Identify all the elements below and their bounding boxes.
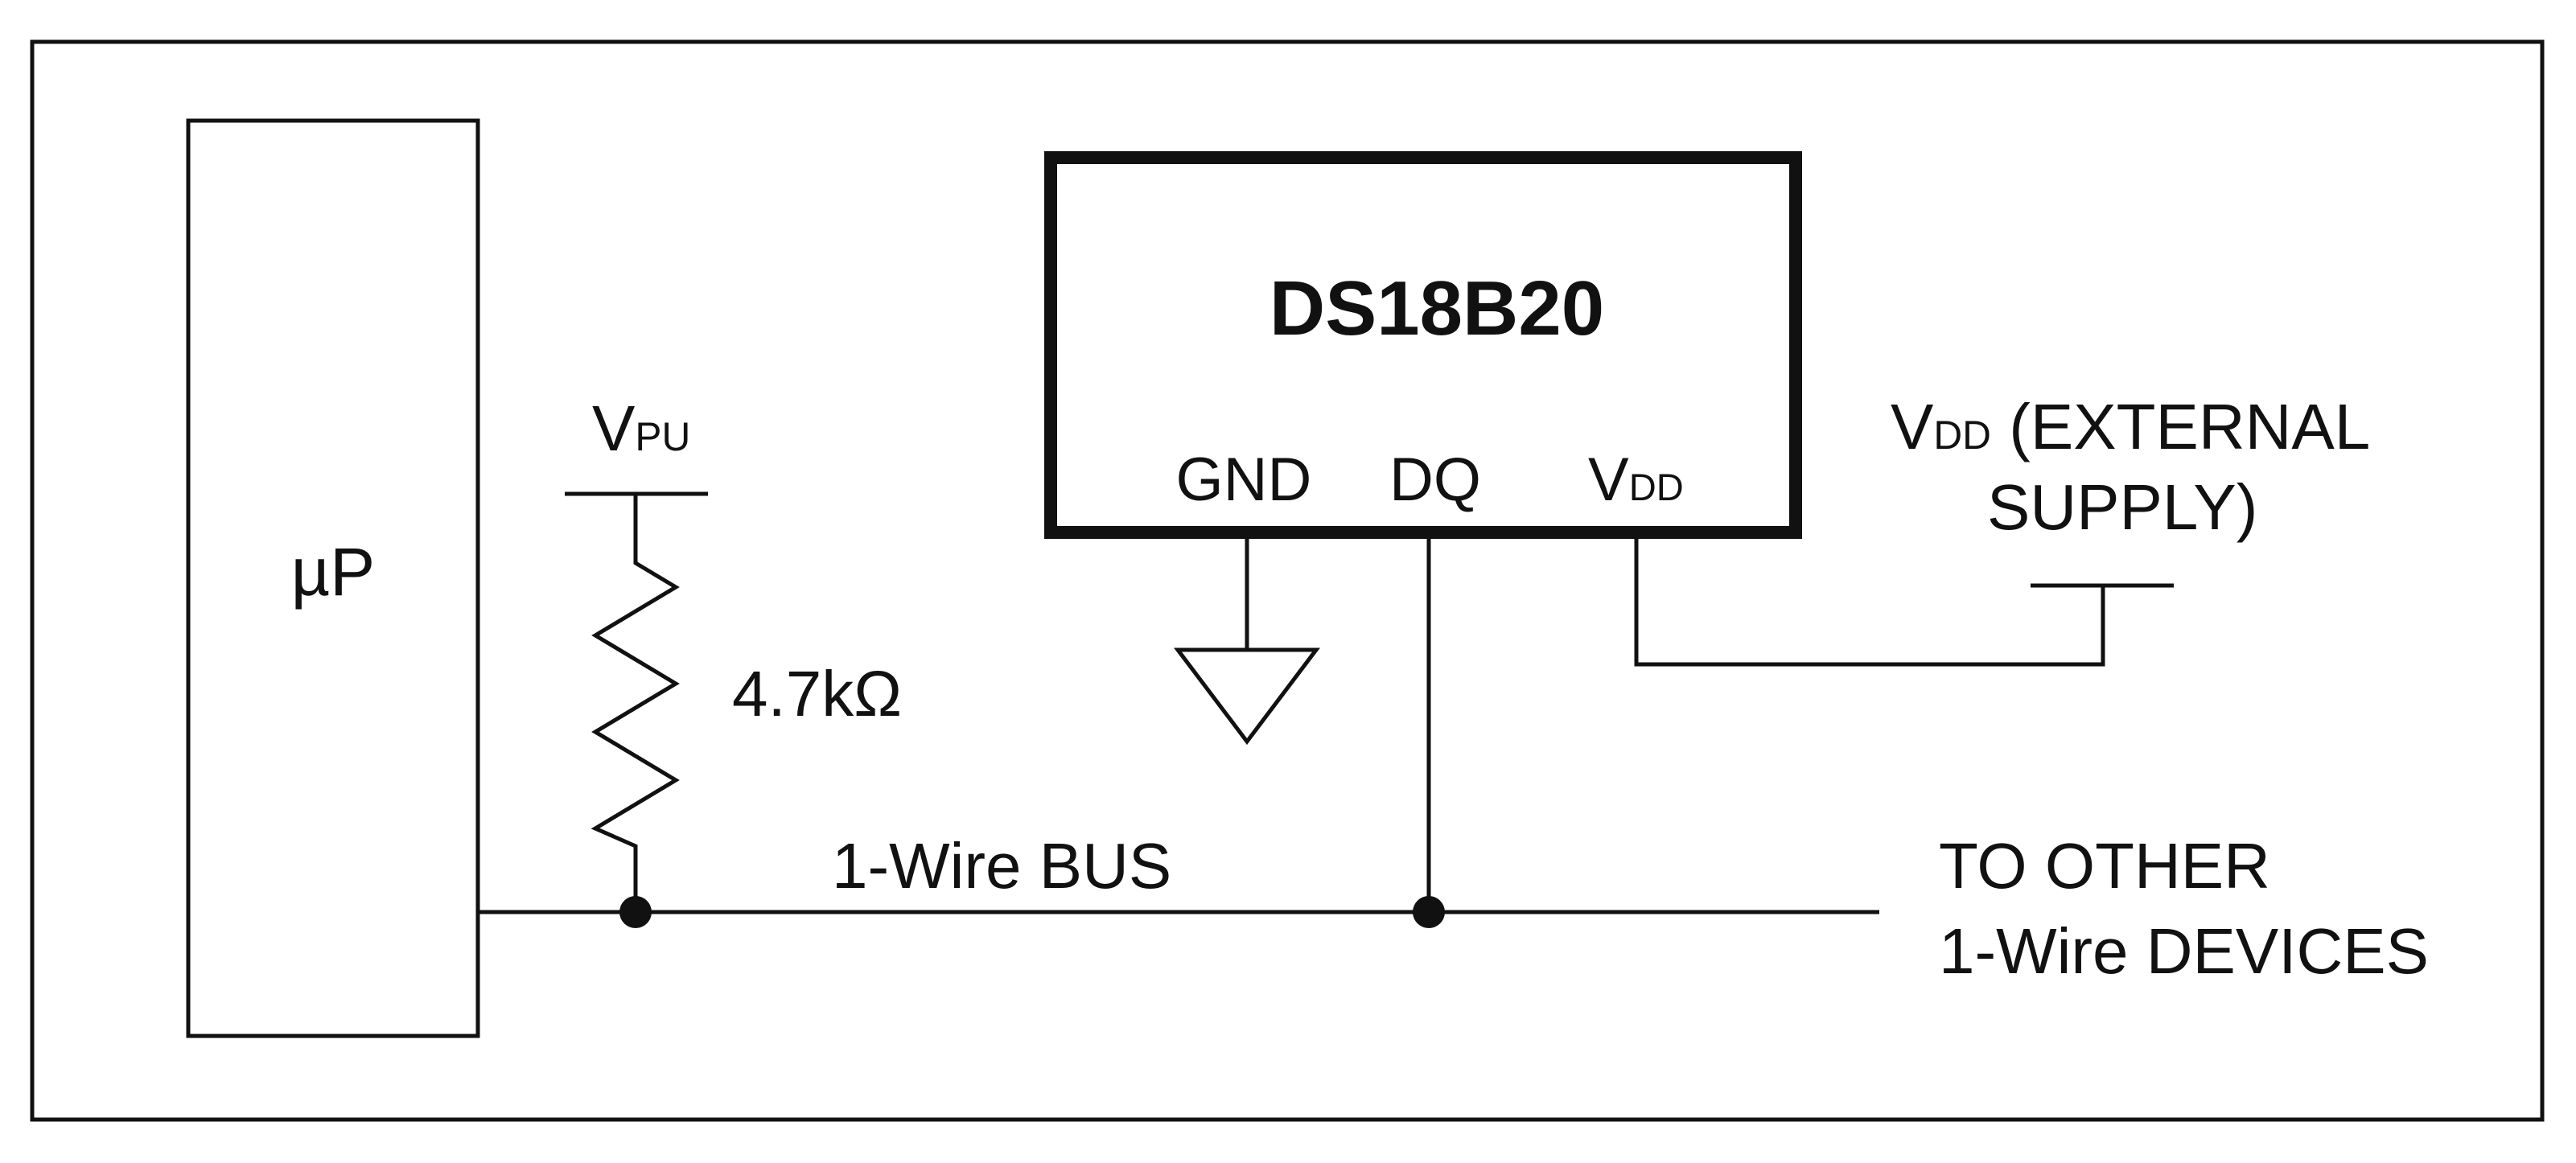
vpu-label: VPU [592, 392, 690, 464]
vdd-supply-wire [1634, 539, 2105, 667]
ds18b20-chip-box [1044, 151, 1802, 539]
microprocessor-label: µP [291, 534, 375, 610]
other-devices-label-line1: TO OTHER [1939, 830, 2270, 902]
dq-pin-label: DQ [1389, 446, 1481, 514]
other-devices-label-line2: 1-Wire DEVICES [1939, 915, 2429, 987]
resistor-value-label: 4.7kΩ [732, 658, 902, 729]
microprocessor-box [186, 118, 480, 1038]
pullup-junction-dot [619, 896, 652, 928]
gnd-pin-label: GND [1176, 446, 1312, 514]
external-supply-label-line1: VDD (EXTERNAL [1891, 391, 2370, 462]
pullup-resistor [591, 494, 680, 912]
bus-label: 1-Wire BUS [832, 830, 1171, 902]
vdd-pin-label: VDD [1588, 446, 1684, 514]
diagram-frame [30, 39, 2545, 1122]
chip-title: DS18B20 [1269, 265, 1604, 351]
external-supply-label-line2: SUPPLY) [1987, 471, 2257, 543]
ground-symbol [1173, 647, 1321, 746]
